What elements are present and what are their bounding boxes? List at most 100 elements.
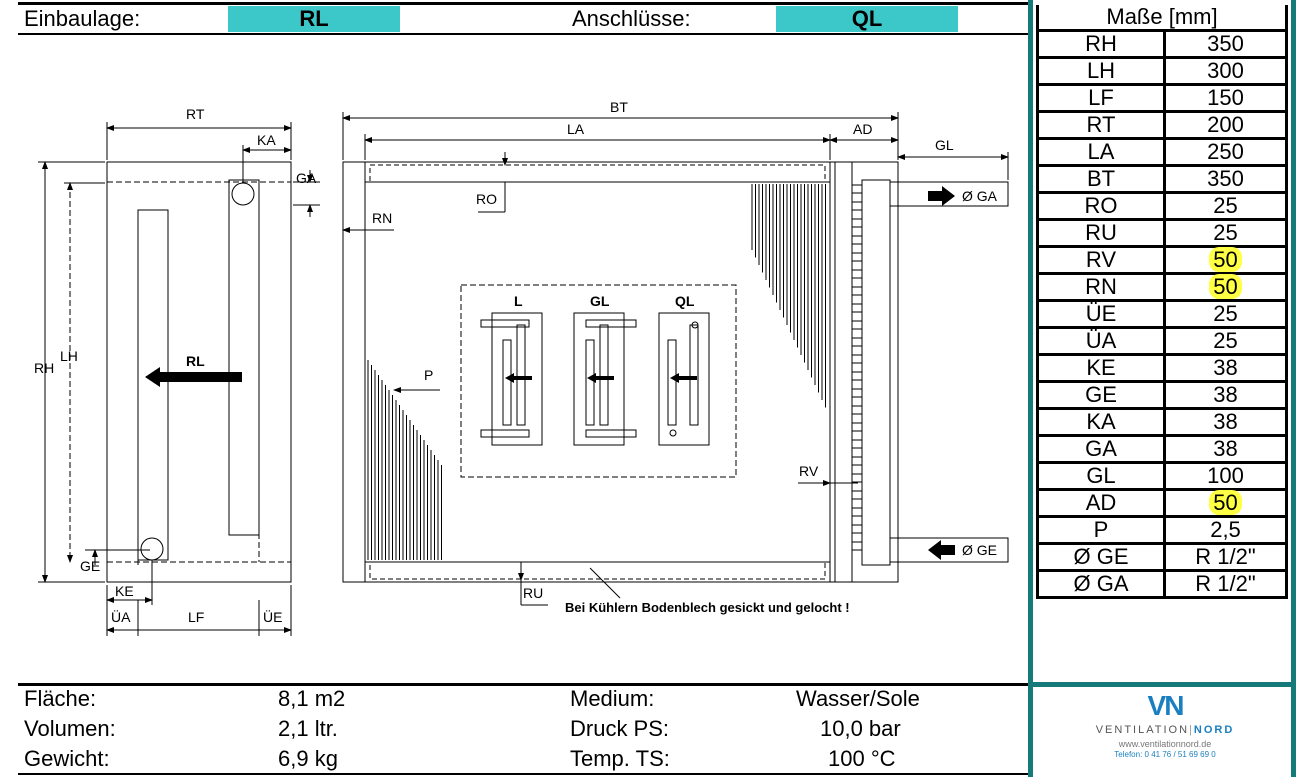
dimensions-title: Maße [mm] [1036, 5, 1288, 32]
dimension-value: 250 [1163, 137, 1288, 167]
dimension-value: 300 [1163, 56, 1288, 86]
dimension-value: R 1/2" [1163, 569, 1288, 599]
dimension-key: LH [1036, 56, 1166, 86]
dimension-key: Ø GA [1036, 569, 1166, 599]
side-view-header-out [228, 179, 260, 536]
label-rv: RV [799, 463, 819, 479]
note-bodenblech: Bei Kühlern Bodenblech gesickt und geloc… [565, 600, 850, 615]
inlet-arrow [928, 540, 955, 560]
collector-pipe [861, 179, 891, 566]
logo-phone: Telefon: 0 41 76 / 51 69 69 0 [1114, 750, 1216, 759]
teal-frame-mid [1028, 682, 1296, 687]
label-ka: KA [257, 132, 276, 148]
label-p: P [424, 367, 433, 383]
label-bt: BT [610, 99, 628, 115]
dimension-key: RH [1036, 29, 1166, 59]
dimension-key: RO [1036, 191, 1166, 221]
dimension-key: RV [1036, 245, 1166, 275]
highlighted-value: 50 [1209, 490, 1242, 515]
druck-label: Druck PS: [570, 716, 670, 741]
dimension-value: R 1/2" [1163, 542, 1288, 572]
dimension-value: 150 [1163, 83, 1288, 113]
dimension-value: 38 [1163, 353, 1288, 383]
anschluesse-label: Anschlüsse: [572, 6, 691, 31]
dimension-row: RV 50 [1036, 245, 1288, 275]
inlet-stub [889, 537, 1009, 563]
einbaulage-label: Einbaulage: [24, 6, 141, 31]
temp-label: Temp. TS: [570, 746, 670, 771]
dimension-value: 25 [1163, 218, 1288, 248]
dimension-key: P [1036, 515, 1166, 545]
dimension-key: GL [1036, 461, 1166, 491]
highlighted-value: 50 [1209, 247, 1242, 272]
teal-frame-left [1028, 0, 1033, 777]
dimension-key: RT [1036, 110, 1166, 140]
dimension-value: 50 [1163, 272, 1288, 302]
side-view-frame [106, 161, 292, 583]
header-rule [18, 33, 1028, 35]
inset-label-gl: GL [590, 293, 610, 309]
dimension-value: 38 [1163, 380, 1288, 410]
label-gl: GL [935, 137, 954, 153]
dimension-value: 25 [1163, 191, 1288, 221]
outlet-arrow [928, 186, 955, 206]
dimension-value: 38 [1163, 407, 1288, 437]
dimension-value: 25 [1163, 299, 1288, 329]
ventilation-nord-logo: VN VENTILATION|NORD www.ventilationnord.… [1040, 688, 1290, 773]
label-ru: RU [523, 585, 543, 601]
dimension-value: 200 [1163, 110, 1288, 140]
label-rh: RH [34, 360, 54, 376]
dimension-value: 50 [1163, 488, 1288, 518]
label-ke: KE [115, 583, 134, 599]
brand-nord: NORD [1193, 724, 1235, 736]
specs-rule [18, 683, 1028, 686]
dimension-key: LF [1036, 83, 1166, 113]
dimension-key: RU [1036, 218, 1166, 248]
einbaulage-value: RL [228, 6, 400, 32]
label-oga: Ø GA [962, 188, 998, 204]
flaeche-value: 8,1 m2 [278, 686, 346, 711]
dimension-key: LA [1036, 137, 1166, 167]
dimension-value: 350 [1163, 164, 1288, 194]
technical-drawing: RT KA GA RH LH RL GE KE ÜA LF ÜE BT LA A… [34, 99, 1009, 636]
dimension-key: BT [1036, 164, 1166, 194]
connection-inset-box [460, 284, 737, 478]
bottom-rule [18, 773, 1028, 775]
label-rn: RN [372, 210, 392, 226]
dimension-key: GA [1036, 434, 1166, 464]
fin-hatch-top [751, 184, 826, 408]
gewicht-label: Gewicht: [24, 746, 110, 771]
temp-value: 100 °C [828, 746, 896, 771]
side-view-inlet-circle [140, 537, 164, 561]
tube-ends [851, 184, 863, 551]
label-ga: GA [296, 170, 317, 186]
logo-web: www.ventilationnord.de [1118, 739, 1212, 749]
vn-logo-mark: VN [1147, 690, 1185, 721]
gewicht-value: 6,9 kg [278, 746, 338, 771]
volumen-label: Volumen: [24, 716, 116, 741]
volumen-value: 2,1 ltr. [278, 716, 338, 741]
highlighted-value: 50 [1209, 274, 1242, 299]
side-view-header-in [137, 209, 169, 561]
side-view-outlet-circle [231, 182, 255, 206]
dimension-key: GE [1036, 380, 1166, 410]
inset-label-ql: QL [675, 293, 695, 309]
label-lf: LF [188, 609, 204, 625]
dimension-key: KA [1036, 407, 1166, 437]
